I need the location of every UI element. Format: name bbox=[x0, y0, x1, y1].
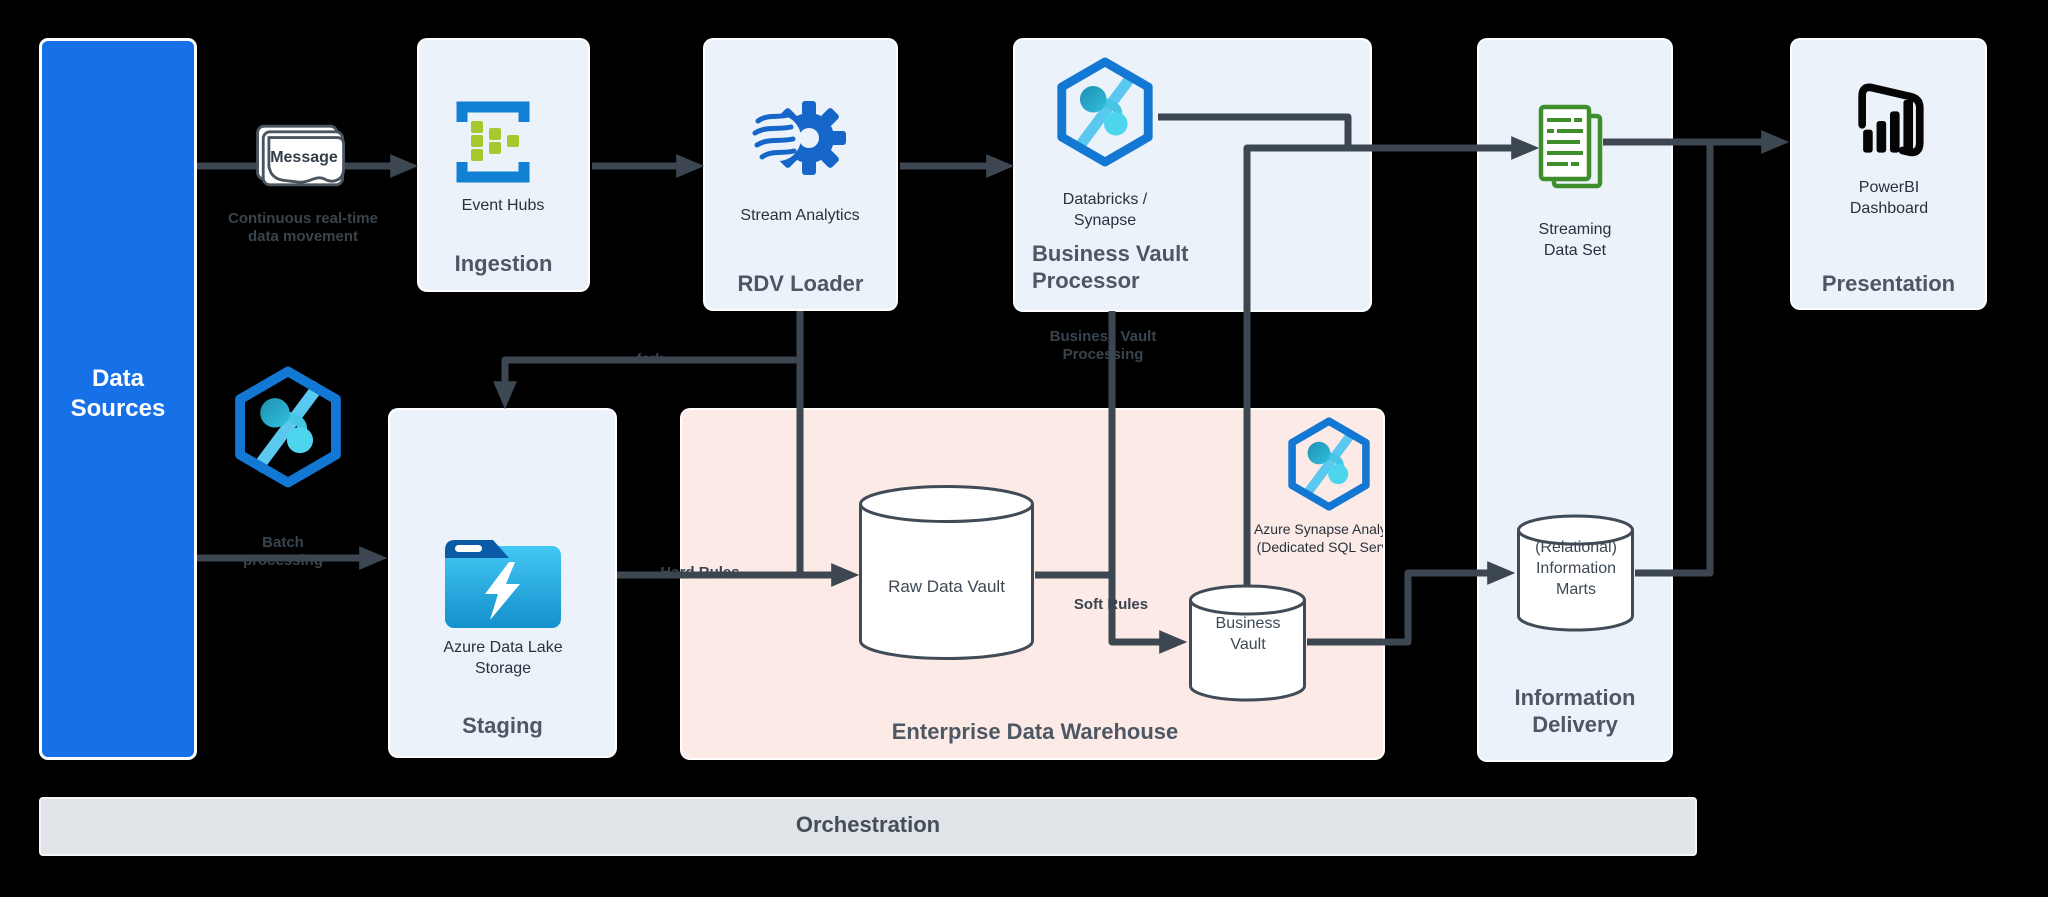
event-hubs-caption: Event Hubs bbox=[461, 197, 545, 214]
message-icon bbox=[256, 124, 346, 187]
edge-fork-to-staging bbox=[493, 356, 800, 410]
stream-analytics-icon bbox=[752, 101, 846, 175]
edge-bvp-businessvault bbox=[1108, 311, 1188, 654]
business-vault-processing-label: Business Vault Processing bbox=[1049, 328, 1157, 363]
hard-rules-label: Hard Rules bbox=[660, 564, 740, 581]
stream-analytics-caption: Stream Analytics bbox=[740, 207, 860, 224]
raw-data-vault-cylinder bbox=[859, 485, 1034, 660]
business-vault-cylinder bbox=[1189, 584, 1306, 702]
orchestration-bar bbox=[39, 797, 1697, 856]
synapse-icon-datasources bbox=[233, 366, 343, 488]
data-sources-box bbox=[39, 38, 197, 760]
information-marts-cylinder bbox=[1517, 514, 1634, 632]
ingestion-box bbox=[417, 38, 590, 292]
data-lake-storage-caption: Azure Data Lake Storage bbox=[443, 639, 563, 677]
presentation-title: Presentation bbox=[1821, 271, 1956, 296]
staging-title: Staging bbox=[462, 713, 543, 738]
business-vault-label: Business Vault bbox=[1215, 615, 1281, 653]
orchestration-title: Orchestration bbox=[795, 812, 941, 837]
fork-label: fork bbox=[636, 350, 664, 366]
raw-data-vault-label: Raw Data Vault bbox=[888, 577, 1005, 596]
edge-businessvault-streaming bbox=[1243, 136, 1540, 586]
streaming-data-set-caption: Streaming Data Set bbox=[1538, 221, 1612, 259]
message-label: Message bbox=[270, 149, 338, 166]
synapse-icon-edw bbox=[1285, 417, 1373, 511]
data-lake-storage-icon bbox=[445, 540, 561, 628]
ingestion-title: Ingestion bbox=[454, 251, 553, 276]
powerbi-dashboard-caption: PowerBI Dashboard bbox=[1849, 179, 1929, 217]
soft-rules-label: Soft Rules bbox=[1073, 596, 1149, 613]
synapse-analytics-caption: Azure Synapse Analytics (Dedicated SQL S… bbox=[1253, 521, 1383, 556]
streaming-data-set-icon bbox=[1538, 104, 1603, 189]
batch-processing-label: Batch processing bbox=[242, 534, 324, 569]
databricks-synapse-caption: Databricks / Synapse bbox=[1062, 191, 1148, 229]
continuous-realtime-label: Continuous real-time data movement bbox=[227, 210, 378, 245]
information-delivery-title: Information Delivery bbox=[1514, 685, 1636, 738]
presentation-box bbox=[1790, 38, 1987, 310]
data-sources-title: Data Sources bbox=[70, 365, 166, 422]
enterprise-data-warehouse-title: Enterprise Data Warehouse bbox=[891, 719, 1179, 744]
rdv-loader-box bbox=[703, 38, 898, 311]
synapse-icon-bvp bbox=[1052, 57, 1158, 167]
edge-bvpicon-join bbox=[1158, 113, 1352, 146]
rdv-loader-title: RDV Loader bbox=[737, 271, 864, 296]
information-marts-label: (Relational) Information Marts bbox=[1535, 539, 1617, 598]
event-hubs-icon bbox=[456, 101, 530, 183]
edge-businessvault-marts bbox=[1307, 561, 1516, 646]
edge-marts-up-join bbox=[1635, 145, 1714, 577]
business-vault-processor-title: Business Vault Processor bbox=[1032, 241, 1189, 294]
powerbi-icon bbox=[1858, 83, 1924, 157]
